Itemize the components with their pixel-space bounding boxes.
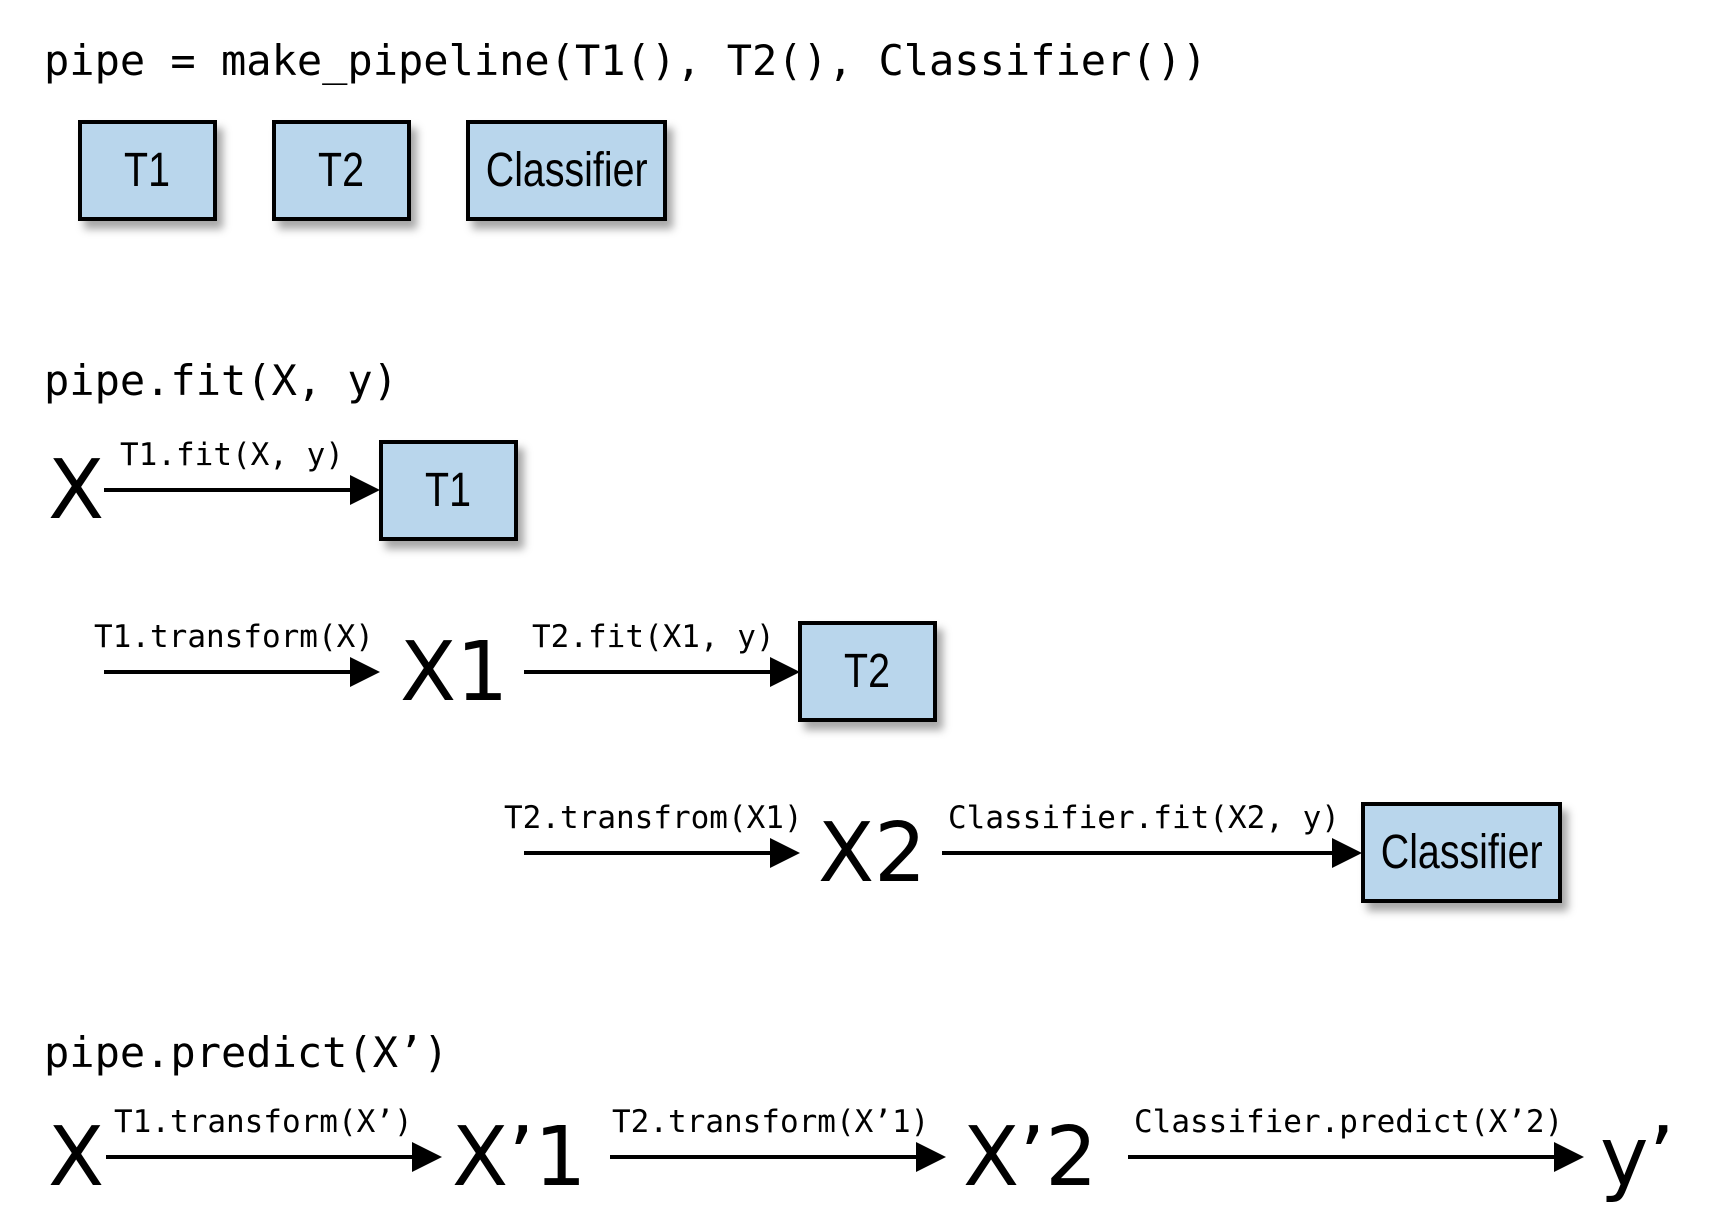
fit-output-x2: X2 bbox=[818, 806, 927, 901]
predict-classifier-arrow bbox=[1128, 1142, 1584, 1172]
predict-t2-arrow bbox=[610, 1142, 946, 1172]
predict-t1-arrow bbox=[106, 1142, 442, 1172]
fit-t1-transform-arrow bbox=[104, 657, 380, 687]
pipeline-box-t2: T2 bbox=[272, 120, 411, 221]
fit-output-x1: X1 bbox=[400, 625, 509, 720]
predict-mid-x2: X’2 bbox=[963, 1110, 1098, 1205]
fit-t2-transform-label: T2.transfrom(X1) bbox=[504, 800, 803, 836]
fit-classifier-label: Classifier.fit(X2, y) bbox=[948, 800, 1340, 836]
fit-code: pipe.fit(X, y) bbox=[44, 356, 399, 405]
fit-classifier-arrow bbox=[942, 838, 1362, 868]
fit-box-t2: T2 bbox=[798, 621, 937, 722]
predict-classifier-label: Classifier.predict(X’2) bbox=[1134, 1104, 1564, 1140]
pipeline-box-classifier: Classifier bbox=[466, 120, 667, 221]
fit-t1-transform-label: T1.transform(X) bbox=[94, 619, 374, 655]
predict-output-y: y’ bbox=[1600, 1110, 1675, 1205]
predict-t1-label: T1.transform(X’) bbox=[114, 1104, 413, 1140]
fit-t2-label: T2.fit(X1, y) bbox=[532, 619, 775, 655]
make-pipeline-code: pipe = make_pipeline(T1(), T2(), Classif… bbox=[44, 36, 1208, 85]
fit-box-t1: T1 bbox=[379, 440, 518, 541]
predict-code: pipe.predict(X’) bbox=[44, 1028, 449, 1077]
predict-input-x: X bbox=[48, 1110, 105, 1205]
fit-t2-transform-arrow bbox=[524, 838, 800, 868]
fit-input-x: X bbox=[48, 443, 105, 538]
fit-t2-arrow bbox=[524, 657, 800, 687]
fit-t1-label: T1.fit(X, y) bbox=[120, 437, 344, 473]
predict-mid-x1: X’1 bbox=[452, 1110, 587, 1205]
fit-t1-arrow bbox=[104, 475, 380, 505]
fit-box-classifier: Classifier bbox=[1361, 802, 1562, 903]
pipeline-box-t1: T1 bbox=[78, 120, 217, 221]
predict-t2-label: T2.transform(X’1) bbox=[612, 1104, 930, 1140]
